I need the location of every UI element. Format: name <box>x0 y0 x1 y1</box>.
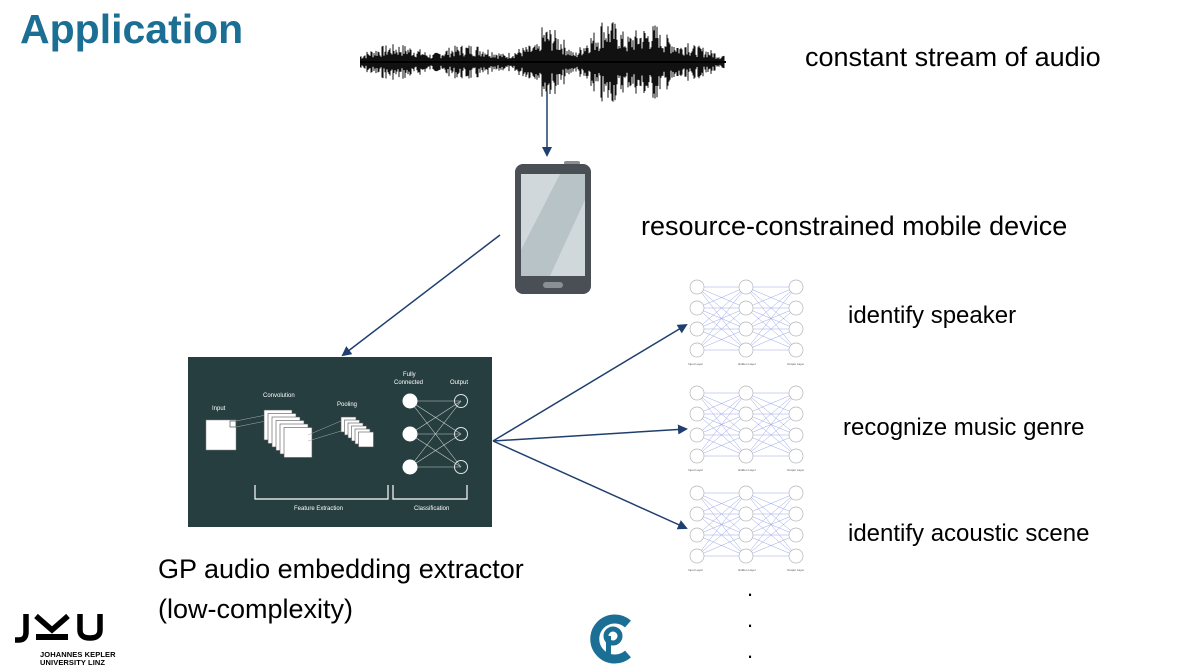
slide-title: Application <box>20 6 244 52</box>
cnn-fc-label-2: Connected <box>394 380 423 386</box>
device-label: resource-constrained mobile device <box>641 211 1068 241</box>
cnn-diagram-graphic: Input Convolution Pooling Fully Connecte… <box>205 372 468 512</box>
jku-name-line1: JOHANNES KEPLER <box>40 650 116 659</box>
nn-node <box>738 321 754 337</box>
nn-input-layer-label: Input Layer <box>688 362 703 366</box>
nn-node <box>689 321 705 337</box>
audio-stream-label: constant stream of audio <box>805 42 1101 72</box>
task-network-genre: Input Layer Hidden Layer Output Layer <box>688 385 804 472</box>
nn-node <box>788 506 804 522</box>
arrow-device-to-extractor <box>341 234 501 357</box>
nn-node <box>788 300 804 316</box>
nn-node <box>689 527 705 543</box>
task-scene-label: identify acoustic scene <box>848 520 1090 547</box>
cnn-feature-extraction-label: Feature Extraction <box>294 506 343 512</box>
extractor-label-line2: (low-complexity) <box>158 594 354 624</box>
cnn-input-label: Input <box>212 406 226 412</box>
jku-logo <box>15 613 103 643</box>
task-network-speaker: Input Layer Hidden Layer Output Layer <box>688 279 804 366</box>
nn-node <box>788 279 804 295</box>
nn-hidden-layer-label: Hidden Layer <box>738 362 756 366</box>
nn-node <box>689 406 705 422</box>
nn-node <box>788 385 804 401</box>
nn-node <box>689 300 705 316</box>
nn-node <box>738 548 754 564</box>
nn-node <box>788 448 804 464</box>
nn-node <box>788 342 804 358</box>
nn-output-layer-label: Output Layer <box>787 468 804 472</box>
nn-node <box>738 279 754 295</box>
nn-node <box>738 342 754 358</box>
nn-node <box>689 385 705 401</box>
nn-node <box>788 321 804 337</box>
mobile-phone-icon <box>515 161 591 294</box>
audio-waveform <box>360 22 726 102</box>
nn-hidden-layer-label: Hidden Layer <box>738 568 756 572</box>
cnn-fc-label-1: Fully <box>403 372 416 378</box>
nn-node <box>689 485 705 501</box>
nn-node <box>738 448 754 464</box>
arrow-extractor-to-scene <box>492 440 688 530</box>
nn-node <box>689 548 705 564</box>
cp-logo-icon <box>590 614 631 664</box>
ellipsis-dot: · <box>746 581 754 606</box>
nn-node <box>689 506 705 522</box>
nn-node <box>689 342 705 358</box>
nn-input-layer-label: Input Layer <box>688 468 703 472</box>
extractor-label: GP audio embedding extractor (low-comple… <box>158 549 524 629</box>
nn-node <box>788 406 804 422</box>
nn-node <box>788 485 804 501</box>
nn-node <box>689 448 705 464</box>
nn-node <box>738 485 754 501</box>
nn-input-layer-label: Input Layer <box>688 568 703 572</box>
nn-output-layer-label: Output Layer <box>787 362 804 366</box>
nn-node <box>788 527 804 543</box>
nn-node <box>738 427 754 443</box>
nn-node <box>689 427 705 443</box>
task-speaker-label: identify speaker <box>848 302 1017 329</box>
cnn-diagram: Input Convolution Pooling Fully Connecte… <box>188 357 492 527</box>
nn-node <box>738 406 754 422</box>
nn-node <box>788 548 804 564</box>
nn-output-layer-label: Output Layer <box>787 568 804 572</box>
nn-node <box>738 506 754 522</box>
more-tasks-ellipsis: · · · <box>744 578 756 671</box>
nn-node <box>738 300 754 316</box>
ellipsis-dot: · <box>746 612 754 637</box>
nn-node <box>689 279 705 295</box>
arrow-extractor-to-genre <box>492 424 688 442</box>
task-network-scene: Input Layer Hidden Layer Output Layer <box>688 485 804 572</box>
extractor-label-line1: GP audio embedding extractor <box>158 554 524 584</box>
nn-node <box>788 427 804 443</box>
task-genre-label: recognize music genre <box>843 414 1085 441</box>
nn-hidden-layer-label: Hidden Layer <box>738 468 756 472</box>
cnn-classification-label: Classification <box>414 506 449 512</box>
jku-name-line2: UNIVERSITY LINZ <box>40 658 106 667</box>
cnn-output-label: Output <box>450 380 468 386</box>
cnn-convolution-label: Convolution <box>263 393 295 399</box>
arrow-extractor-to-speaker <box>492 323 688 442</box>
nn-node <box>738 527 754 543</box>
nn-node <box>738 385 754 401</box>
cnn-pooling-label: Pooling <box>337 402 357 408</box>
ellipsis-dot: · <box>746 643 754 668</box>
